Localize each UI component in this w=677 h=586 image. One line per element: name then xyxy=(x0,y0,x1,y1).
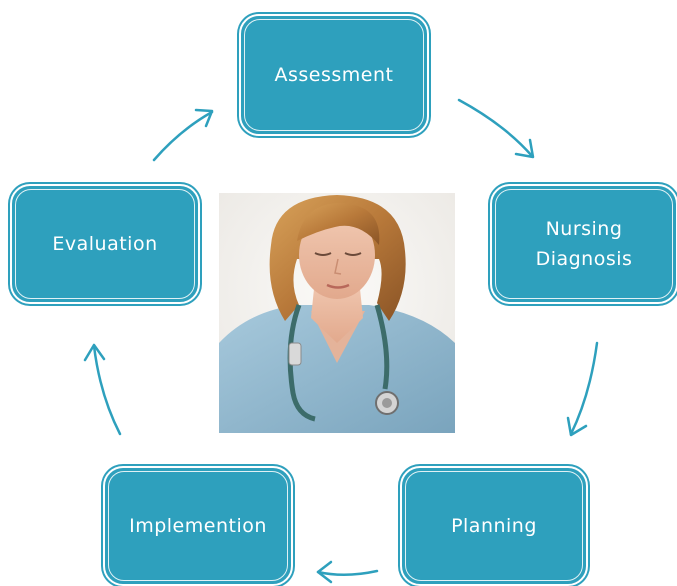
node-planning-label: Planning xyxy=(451,515,537,537)
nurse-with-stethoscope-photo xyxy=(219,193,455,433)
arrow-implementation-to-evaluation xyxy=(92,344,122,436)
arrow-assessment-to-diagnosis xyxy=(457,98,534,158)
node-implementation: Implemention xyxy=(103,466,293,586)
arrowhead-diagnosis-to-planning xyxy=(566,416,588,437)
node-implementation-inner-border: Implemention xyxy=(108,471,288,581)
node-evaluation-inner-border: Evaluation xyxy=(15,189,195,299)
node-nursing-diagnosis: Nursing Diagnosis xyxy=(490,184,677,304)
node-assessment-inner-border: Assessment xyxy=(244,19,424,131)
node-evaluation: Evaluation xyxy=(10,184,200,304)
node-assessment: Assessment xyxy=(239,14,429,136)
node-planning-inner-border: Planning xyxy=(405,471,583,581)
arrowhead-assessment-to-diagnosis xyxy=(514,138,535,159)
arrowhead-implementation-to-evaluation xyxy=(83,343,106,362)
node-assessment-label: Assessment xyxy=(274,64,394,86)
node-nursing-diagnosis-label: Nursing Diagnosis xyxy=(535,218,633,270)
arrowhead-planning-to-implementation xyxy=(316,560,333,584)
arrow-evaluation-to-assessment xyxy=(152,110,214,162)
arrow-planning-to-implementation xyxy=(316,569,379,576)
node-planning: Planning xyxy=(400,466,588,586)
node-evaluation-label: Evaluation xyxy=(52,233,158,255)
arrowhead-evaluation-to-assessment xyxy=(194,108,214,128)
arrow-diagnosis-to-planning xyxy=(569,341,599,436)
node-implementation-label: Implemention xyxy=(129,515,267,537)
node-nursing-diagnosis-inner-border: Nursing Diagnosis xyxy=(495,189,673,299)
